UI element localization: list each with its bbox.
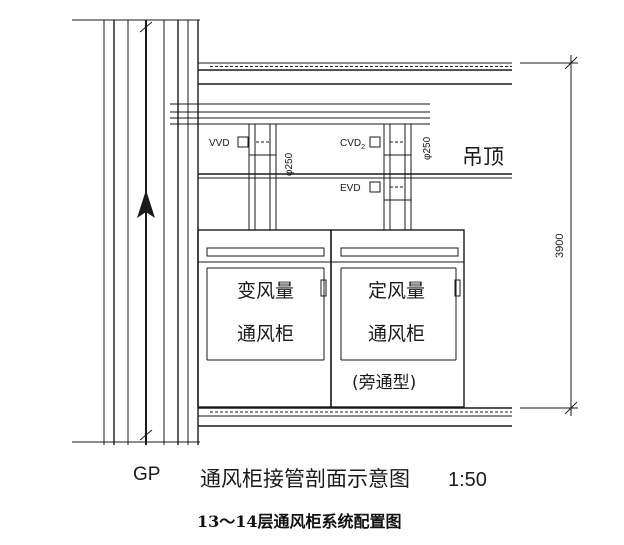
drawing-scale: 1:50: [448, 469, 487, 491]
top-slab: [72, 19, 512, 85]
evd-label: EVD: [340, 183, 361, 194]
branch-duct: [170, 103, 430, 125]
right-hood-line1: 定风量: [368, 280, 425, 302]
dimension-value: 3900: [554, 234, 566, 258]
ceiling-label: 吊顶: [462, 145, 504, 169]
riser-label: GP: [133, 464, 160, 485]
right-hood-line2: 通风柜: [368, 323, 425, 345]
left-hood-line1: 变风量: [237, 280, 294, 302]
cvd-damper: [369, 136, 405, 148]
figure-caption: 13～14层通风柜系统配置图: [197, 512, 402, 531]
pipe-size-right: φ250: [422, 136, 433, 160]
left-exhaust-pipe: [248, 124, 277, 230]
riser-lines: [103, 20, 199, 445]
drawing-title: 通风柜接管剖面示意图: [200, 467, 410, 491]
cvd-label-main: CVD: [340, 138, 361, 149]
right-exhaust-pipe: [383, 124, 412, 230]
pipe-size-left: φ250: [284, 152, 295, 176]
flow-arrow-icon: [137, 190, 155, 218]
cvd-label: CVD2: [340, 138, 365, 151]
dimension-line: [520, 55, 578, 416]
floor-slab: [72, 407, 512, 443]
evd-damper: [369, 181, 405, 193]
left-fume-hood: [197, 229, 332, 408]
right-fume-hood: [330, 229, 465, 408]
left-hood-line2: 通风柜: [237, 323, 294, 345]
vvd-damper: [237, 136, 270, 148]
vvd-label: VVD: [209, 138, 230, 149]
right-hood-line3: (旁通型): [352, 373, 416, 393]
ceiling-lines: [198, 173, 512, 179]
cvd-label-sub: 2: [361, 144, 365, 151]
